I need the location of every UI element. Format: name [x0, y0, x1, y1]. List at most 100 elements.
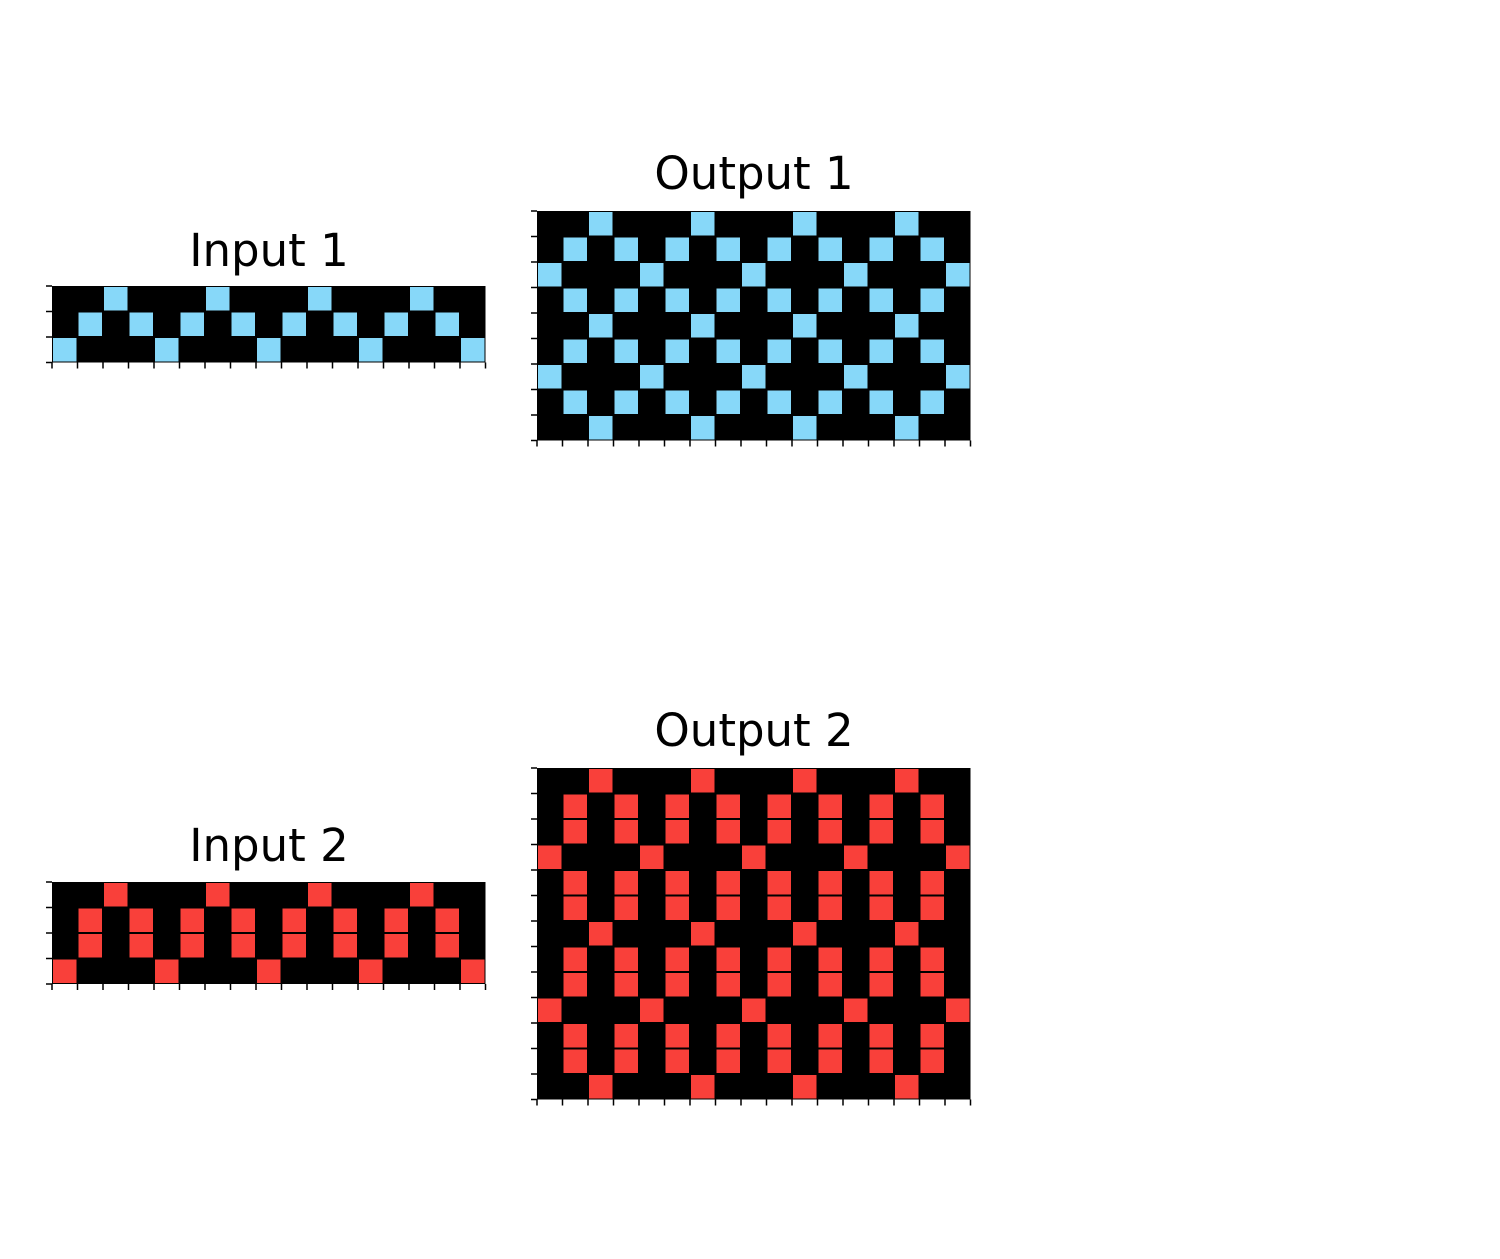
grid-cell	[920, 237, 944, 261]
grid-cell	[869, 390, 893, 414]
grid-cell	[589, 922, 613, 946]
grid-cell	[563, 973, 587, 997]
grid-cell	[614, 237, 638, 261]
grid-cell	[767, 896, 791, 920]
grid-cell	[767, 820, 791, 844]
grid-cell	[78, 312, 102, 336]
grid-cell	[691, 769, 715, 793]
grid-cell	[767, 339, 791, 363]
grid-cell	[793, 314, 817, 338]
grid-cell	[716, 288, 740, 312]
grid-cell	[767, 237, 791, 261]
grid-cell	[946, 998, 970, 1022]
grid-cell	[844, 365, 868, 389]
grid-cell	[691, 1075, 715, 1099]
grid-cell	[818, 973, 842, 997]
grid-cell	[333, 908, 357, 932]
grid-cell	[563, 1049, 587, 1073]
input-grid-2	[46, 881, 487, 990]
grid-cell	[129, 312, 153, 336]
grid-cell	[589, 416, 613, 440]
grid-cell	[78, 934, 102, 958]
input-title-1: Input 1	[189, 224, 349, 277]
grid-cell	[333, 934, 357, 958]
grid-cell	[818, 339, 842, 363]
grid-cell	[767, 1024, 791, 1048]
grid-cell	[716, 896, 740, 920]
grid-cell	[614, 896, 638, 920]
grid-cell	[844, 263, 868, 287]
grid-cell	[308, 287, 332, 311]
grid-cell	[563, 237, 587, 261]
grid-cell	[869, 820, 893, 844]
grid-cell	[844, 998, 868, 1022]
grid-cell	[920, 288, 944, 312]
grid-cell	[946, 845, 970, 869]
grid-cell	[384, 934, 408, 958]
output-grid-1	[531, 210, 972, 447]
grid-cell	[665, 896, 689, 920]
grid-cell	[614, 794, 638, 818]
grid-cell	[844, 845, 868, 869]
grid-cell	[869, 871, 893, 895]
grid-cell	[869, 973, 893, 997]
grid-cell	[742, 263, 766, 287]
grid-cell	[767, 390, 791, 414]
grid-cell	[155, 338, 179, 362]
grid-cell	[282, 934, 306, 958]
grid-cell	[869, 947, 893, 971]
grid-cell	[767, 794, 791, 818]
grid-cell	[767, 947, 791, 971]
grid-cell	[920, 390, 944, 414]
grid-cell	[691, 212, 715, 236]
grid-cell	[104, 883, 128, 907]
grid-cell	[716, 820, 740, 844]
grid-cell	[538, 845, 562, 869]
grid-cell	[129, 908, 153, 932]
grid-cell	[589, 314, 613, 338]
input-grid-1	[46, 285, 487, 369]
grid-cell	[206, 287, 230, 311]
grid-cell	[895, 314, 919, 338]
grid-cell	[180, 312, 204, 336]
grid-cell	[614, 1024, 638, 1048]
grid-cell	[206, 883, 230, 907]
grid-cell	[665, 390, 689, 414]
grid-cell	[155, 959, 179, 983]
grid-cell	[767, 871, 791, 895]
grid-cell	[920, 871, 944, 895]
grid-cell	[257, 959, 281, 983]
grid-cell	[614, 339, 638, 363]
grid-cell	[538, 998, 562, 1022]
grid-cell	[78, 908, 102, 932]
grid-cell	[665, 288, 689, 312]
grid-cell	[716, 237, 740, 261]
grid-cell	[359, 959, 383, 983]
grid-cell	[461, 338, 485, 362]
grid-cell	[946, 263, 970, 287]
grid-cell	[410, 883, 434, 907]
grid-cell	[818, 390, 842, 414]
grid-cell	[104, 287, 128, 311]
grid-cell	[665, 871, 689, 895]
grid-cell	[435, 934, 459, 958]
grid-cell	[640, 998, 664, 1022]
grid-cell	[716, 973, 740, 997]
grid-cell	[920, 1049, 944, 1073]
grid-cell	[946, 365, 970, 389]
grid-cell	[691, 922, 715, 946]
grid-cell	[538, 263, 562, 287]
grid-cell	[563, 947, 587, 971]
grid-cell	[767, 288, 791, 312]
grid-cell	[793, 1075, 817, 1099]
grid-cell	[742, 845, 766, 869]
grid-cell	[333, 312, 357, 336]
grid-cell	[282, 908, 306, 932]
grid-cell	[691, 314, 715, 338]
grid-cell	[614, 390, 638, 414]
grid-cell	[895, 1075, 919, 1099]
grid-cell	[435, 312, 459, 336]
input-title-2: Input 2	[189, 819, 349, 872]
grid-cell	[308, 883, 332, 907]
grid-cell	[384, 312, 408, 336]
